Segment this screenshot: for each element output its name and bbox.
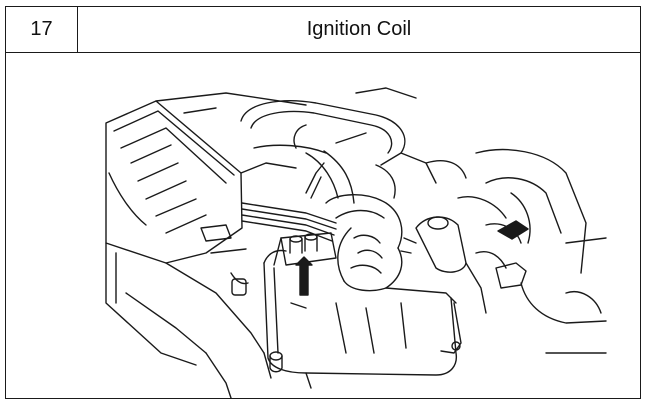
valve-cover-left	[105, 100, 243, 366]
page-title: Ignition Coil	[306, 18, 412, 40]
intake-hose	[325, 194, 403, 292]
step-number: 17	[6, 7, 78, 52]
strut-tower-right	[475, 148, 607, 354]
plug-wires	[241, 162, 337, 242]
ignition-coil	[273, 232, 337, 266]
engine-illustration	[6, 53, 640, 398]
engine-details	[200, 87, 467, 254]
up-arrow-icon	[295, 256, 313, 296]
air-duct	[240, 100, 406, 204]
engine-drawing	[105, 87, 607, 398]
header-row: 17 Ignition Coil	[6, 7, 640, 53]
lower-left-fender	[125, 262, 283, 398]
right-components	[400, 196, 527, 354]
air-cleaner-box	[263, 249, 458, 389]
procedure-frame: 17 Ignition Coil	[5, 6, 641, 399]
upper-engine-outline	[155, 92, 307, 174]
